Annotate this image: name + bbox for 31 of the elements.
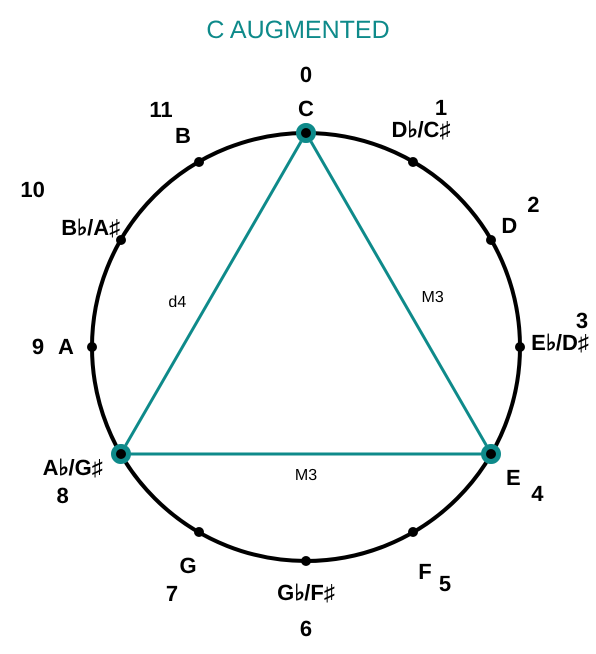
interval-label: M3 (294, 467, 318, 485)
pitch-class-number: 6 (300, 618, 312, 640)
interval-line (130, 452, 482, 456)
pitch-class-number: 5 (438, 573, 452, 596)
pitch-class-number: 8 (56, 485, 69, 507)
pitch-class-number: 4 (531, 483, 544, 505)
pitch-class-number: 11 (149, 98, 173, 121)
note-name: B (175, 124, 191, 147)
pitch-class-number: 7 (166, 583, 178, 606)
interval-line (124, 140, 302, 446)
diagram-title: C AUGMENTED (205, 16, 391, 45)
note-name: F (418, 561, 432, 584)
interval-label: M3 (422, 288, 444, 306)
pitch-class-number: 10 (20, 179, 45, 201)
pitch-class-number: 2 (527, 194, 540, 216)
interval-line (310, 140, 488, 446)
note-name: A (58, 336, 74, 358)
note-name: D♭/C♯ (392, 118, 450, 141)
note-name: D (501, 215, 518, 237)
pitch-class-number: 9 (32, 336, 44, 358)
note-name: G (179, 555, 197, 578)
note-name: E (506, 467, 521, 489)
note-name: B♭/A♯ (61, 217, 120, 239)
note-name: A♭/G♯ (42, 457, 103, 479)
note-name: E♭/D♯ (531, 332, 589, 354)
pitch-class-number: 1 (434, 96, 448, 119)
pitch-class-number: 3 (576, 310, 588, 332)
pitch-class-number: 0 (300, 64, 312, 86)
interval-label: d4 (168, 294, 186, 312)
note-name: G♭/F♯ (277, 582, 335, 604)
note-name: C (298, 98, 314, 120)
